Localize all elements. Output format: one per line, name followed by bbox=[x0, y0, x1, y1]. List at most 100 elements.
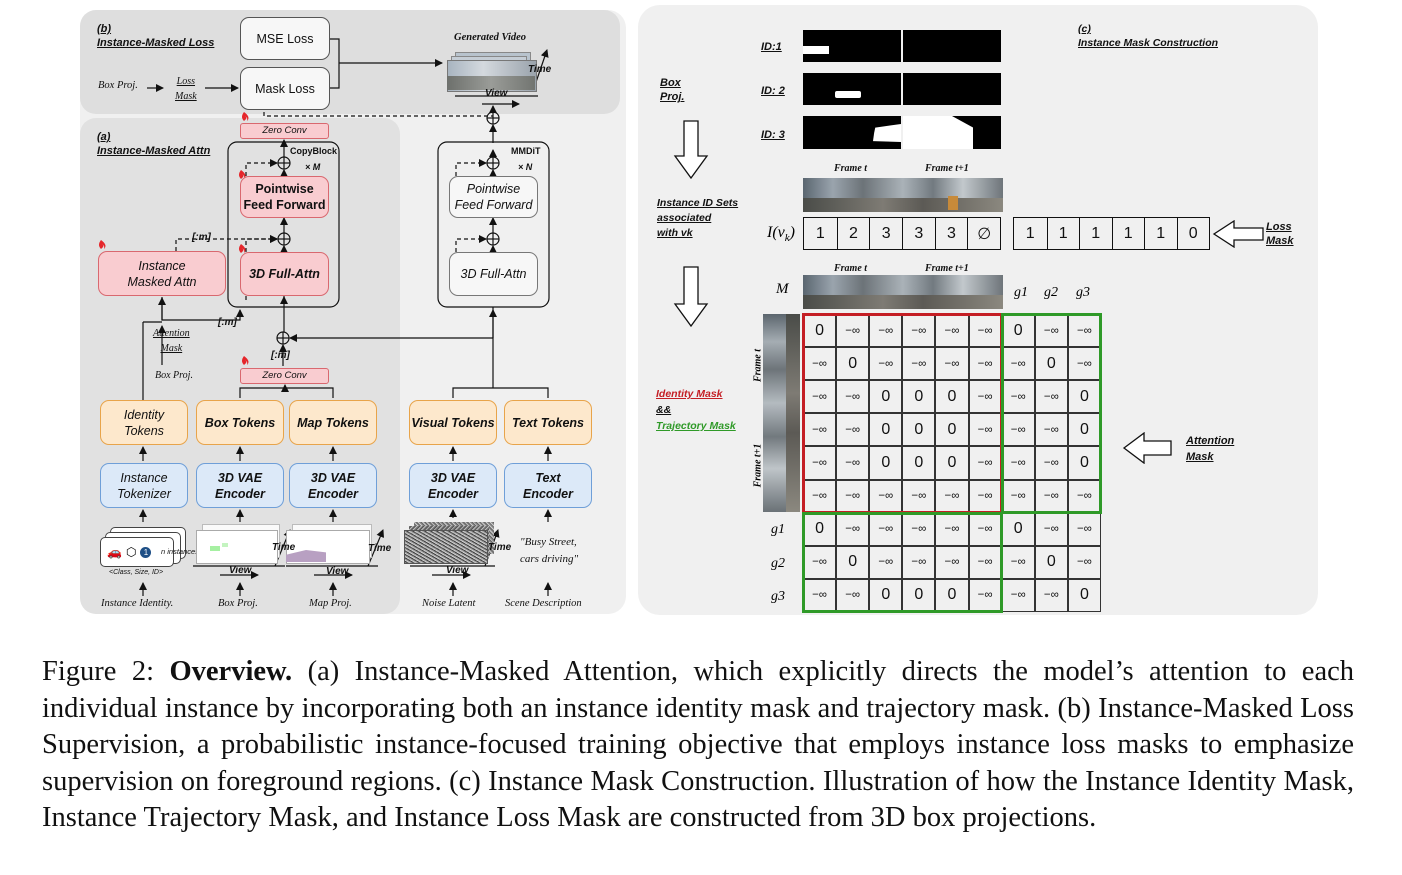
noise-time-label: Time bbox=[488, 542, 512, 553]
text-encoder-box: Text Encoder bbox=[504, 463, 592, 508]
matrix-cell: 0 bbox=[869, 413, 903, 447]
frame-strip-2 bbox=[803, 275, 1003, 309]
matrix-cell: −∞ bbox=[1067, 512, 1101, 546]
left-arrow-icon-loss bbox=[1212, 220, 1264, 248]
box-proj-view-label: View bbox=[229, 565, 252, 576]
copyblock-label: CopyBlock bbox=[290, 146, 338, 156]
down-arrow-icon-1 bbox=[673, 120, 709, 180]
loss-mask-label-b: Loss Mask bbox=[175, 76, 197, 102]
bottom-label-map-proj: Map Proj. bbox=[309, 598, 352, 609]
caption-bold: Overview. bbox=[169, 656, 293, 687]
scene-prompt-label: "Busy Street, cars driving" bbox=[520, 536, 579, 565]
matrix-cell: −∞ bbox=[1001, 578, 1035, 612]
panel-b-title: (b) Instance-Masked Loss bbox=[97, 23, 215, 49]
zero-conv-bottom: Zero Conv bbox=[240, 368, 329, 384]
noise-vae-encoder-box: 3D VAE Encoder bbox=[409, 463, 497, 508]
id_values-cell: 3 bbox=[934, 218, 968, 249]
full-attn-mmdit-box: 3D Full-Attn bbox=[449, 252, 538, 296]
matrix-cell: 0 bbox=[902, 380, 936, 414]
matrix-cell: 0 bbox=[869, 380, 903, 414]
instance-masked-attn-box: Instance Masked Attn bbox=[98, 251, 226, 296]
matrix-cell: −∞ bbox=[836, 380, 870, 414]
copyblock-times-m: × M bbox=[305, 162, 321, 172]
box-proj-input-image bbox=[196, 524, 280, 564]
matrix-cell: 0 bbox=[869, 446, 903, 480]
frame-t-label-1: Frame t bbox=[834, 163, 868, 174]
matrix-cell: 0 bbox=[902, 446, 936, 480]
diagram-connectors bbox=[99, 38, 552, 596]
id_values-cell: 2 bbox=[836, 218, 870, 249]
mse-loss-box: MSE Loss bbox=[240, 17, 330, 60]
slice-m-label-3: [:m] bbox=[271, 350, 290, 361]
box-tokens-box: Box Tokens bbox=[196, 400, 284, 445]
bottom-label-scene-description: Scene Description bbox=[505, 598, 582, 609]
matrix-cell: 0 bbox=[1001, 512, 1035, 546]
loss_values-cell: 1 bbox=[1025, 224, 1035, 242]
matrix-cell: −∞ bbox=[1034, 413, 1068, 447]
g-label-row-3: g3 bbox=[771, 589, 785, 604]
id_values-cell: ∅ bbox=[967, 218, 1000, 249]
id-2-label: ID: 2 bbox=[761, 85, 785, 97]
id_values-cell: 3 bbox=[902, 218, 935, 249]
matrix-cell: 0 bbox=[935, 380, 969, 414]
trajectory-mask-frame-bottom bbox=[802, 511, 1003, 613]
matrix-cell: 0 bbox=[836, 347, 870, 381]
i-vk-label: I(vk) bbox=[767, 224, 795, 245]
id-3-label: ID: 3 bbox=[761, 129, 785, 141]
loss-mask-label-c: Loss Mask bbox=[1266, 221, 1294, 247]
matrix-cell: 0 bbox=[935, 446, 969, 480]
matrix-cell: −∞ bbox=[902, 347, 936, 381]
g-label-row-2: g2 bbox=[771, 556, 785, 571]
box-proj-label-c: Box Proj. bbox=[660, 77, 685, 103]
loss_values-cell: 1 bbox=[1079, 218, 1112, 249]
left-arrow-icon-attention bbox=[1122, 432, 1172, 464]
bottom-label-noise-latent: Noise Latent bbox=[422, 598, 476, 609]
trajectory-mask-frame-right bbox=[1000, 313, 1102, 514]
slice-m-label-2: [:m] bbox=[218, 317, 237, 328]
frame-t1-label-1: Frame t+1 bbox=[925, 163, 969, 174]
panel-c-title: (c) Instance Mask Construction bbox=[1078, 23, 1219, 49]
id-1-label: ID:1 bbox=[761, 41, 782, 53]
visual-tokens-box: Visual Tokens bbox=[409, 400, 497, 445]
caption-prefix: Figure 2: bbox=[42, 656, 170, 687]
matrix-cell: −∞ bbox=[1034, 512, 1068, 546]
m-label: M bbox=[776, 281, 789, 297]
id1-mask-frame-t1 bbox=[903, 30, 1001, 62]
map-tokens-box: Map Tokens bbox=[289, 400, 377, 445]
matrix-cell: −∞ bbox=[836, 413, 870, 447]
g-label-row-1: g1 bbox=[771, 522, 785, 537]
frame-t1-vertical-label: Frame t+1 bbox=[752, 443, 764, 488]
map-vae-encoder-box: 3D VAE Encoder bbox=[289, 463, 377, 508]
instance-tokenizer-box: Instance Tokenizer bbox=[100, 463, 188, 508]
caption-text: (a) Instance-Masked Attention, which exp… bbox=[42, 656, 1355, 833]
trajectory-mask-label: Trajectory Mask bbox=[656, 420, 736, 432]
generated-video-frames bbox=[447, 52, 537, 94]
noise-latent-image bbox=[404, 522, 496, 564]
matrix-cell: −∞ bbox=[902, 545, 936, 579]
panel-a-title: (a) Instance-Masked Attn bbox=[97, 131, 211, 157]
matrix-cell: 0 bbox=[1067, 578, 1101, 612]
matrix-cell: −∞ bbox=[935, 545, 969, 579]
cube-icon: ⬡ bbox=[125, 545, 137, 559]
matrix-cell: −∞ bbox=[1034, 446, 1068, 480]
id_values-cell: 1 bbox=[815, 224, 825, 242]
figure-caption: Figure 2: Overview. (a) Instance-Masked … bbox=[42, 654, 1354, 837]
id-badge-icon: 1 bbox=[140, 546, 152, 558]
noise-view-label: View bbox=[446, 565, 469, 576]
frame-vertical-strip bbox=[763, 314, 800, 512]
down-arrow-icon-2 bbox=[673, 266, 709, 328]
box-vae-encoder-box: 3D VAE Encoder bbox=[196, 463, 284, 508]
matrix-cell: 0 bbox=[1034, 545, 1068, 579]
matrix-cell: −∞ bbox=[869, 545, 903, 579]
pff-copy-box: Pointwise Feed Forward bbox=[240, 176, 329, 218]
map-proj-input-image bbox=[286, 524, 374, 564]
frame-t-vertical-label: Frame t bbox=[752, 348, 764, 383]
id2-mask-frame-t1 bbox=[903, 73, 1001, 105]
mask-loss-box: Mask Loss bbox=[240, 67, 330, 110]
map-proj-view-label: View bbox=[326, 566, 349, 577]
matrix-cell: −∞ bbox=[1034, 380, 1068, 414]
mmdit-label: MMDiT bbox=[511, 146, 541, 156]
g-label-col-2: g2 bbox=[1044, 285, 1058, 300]
